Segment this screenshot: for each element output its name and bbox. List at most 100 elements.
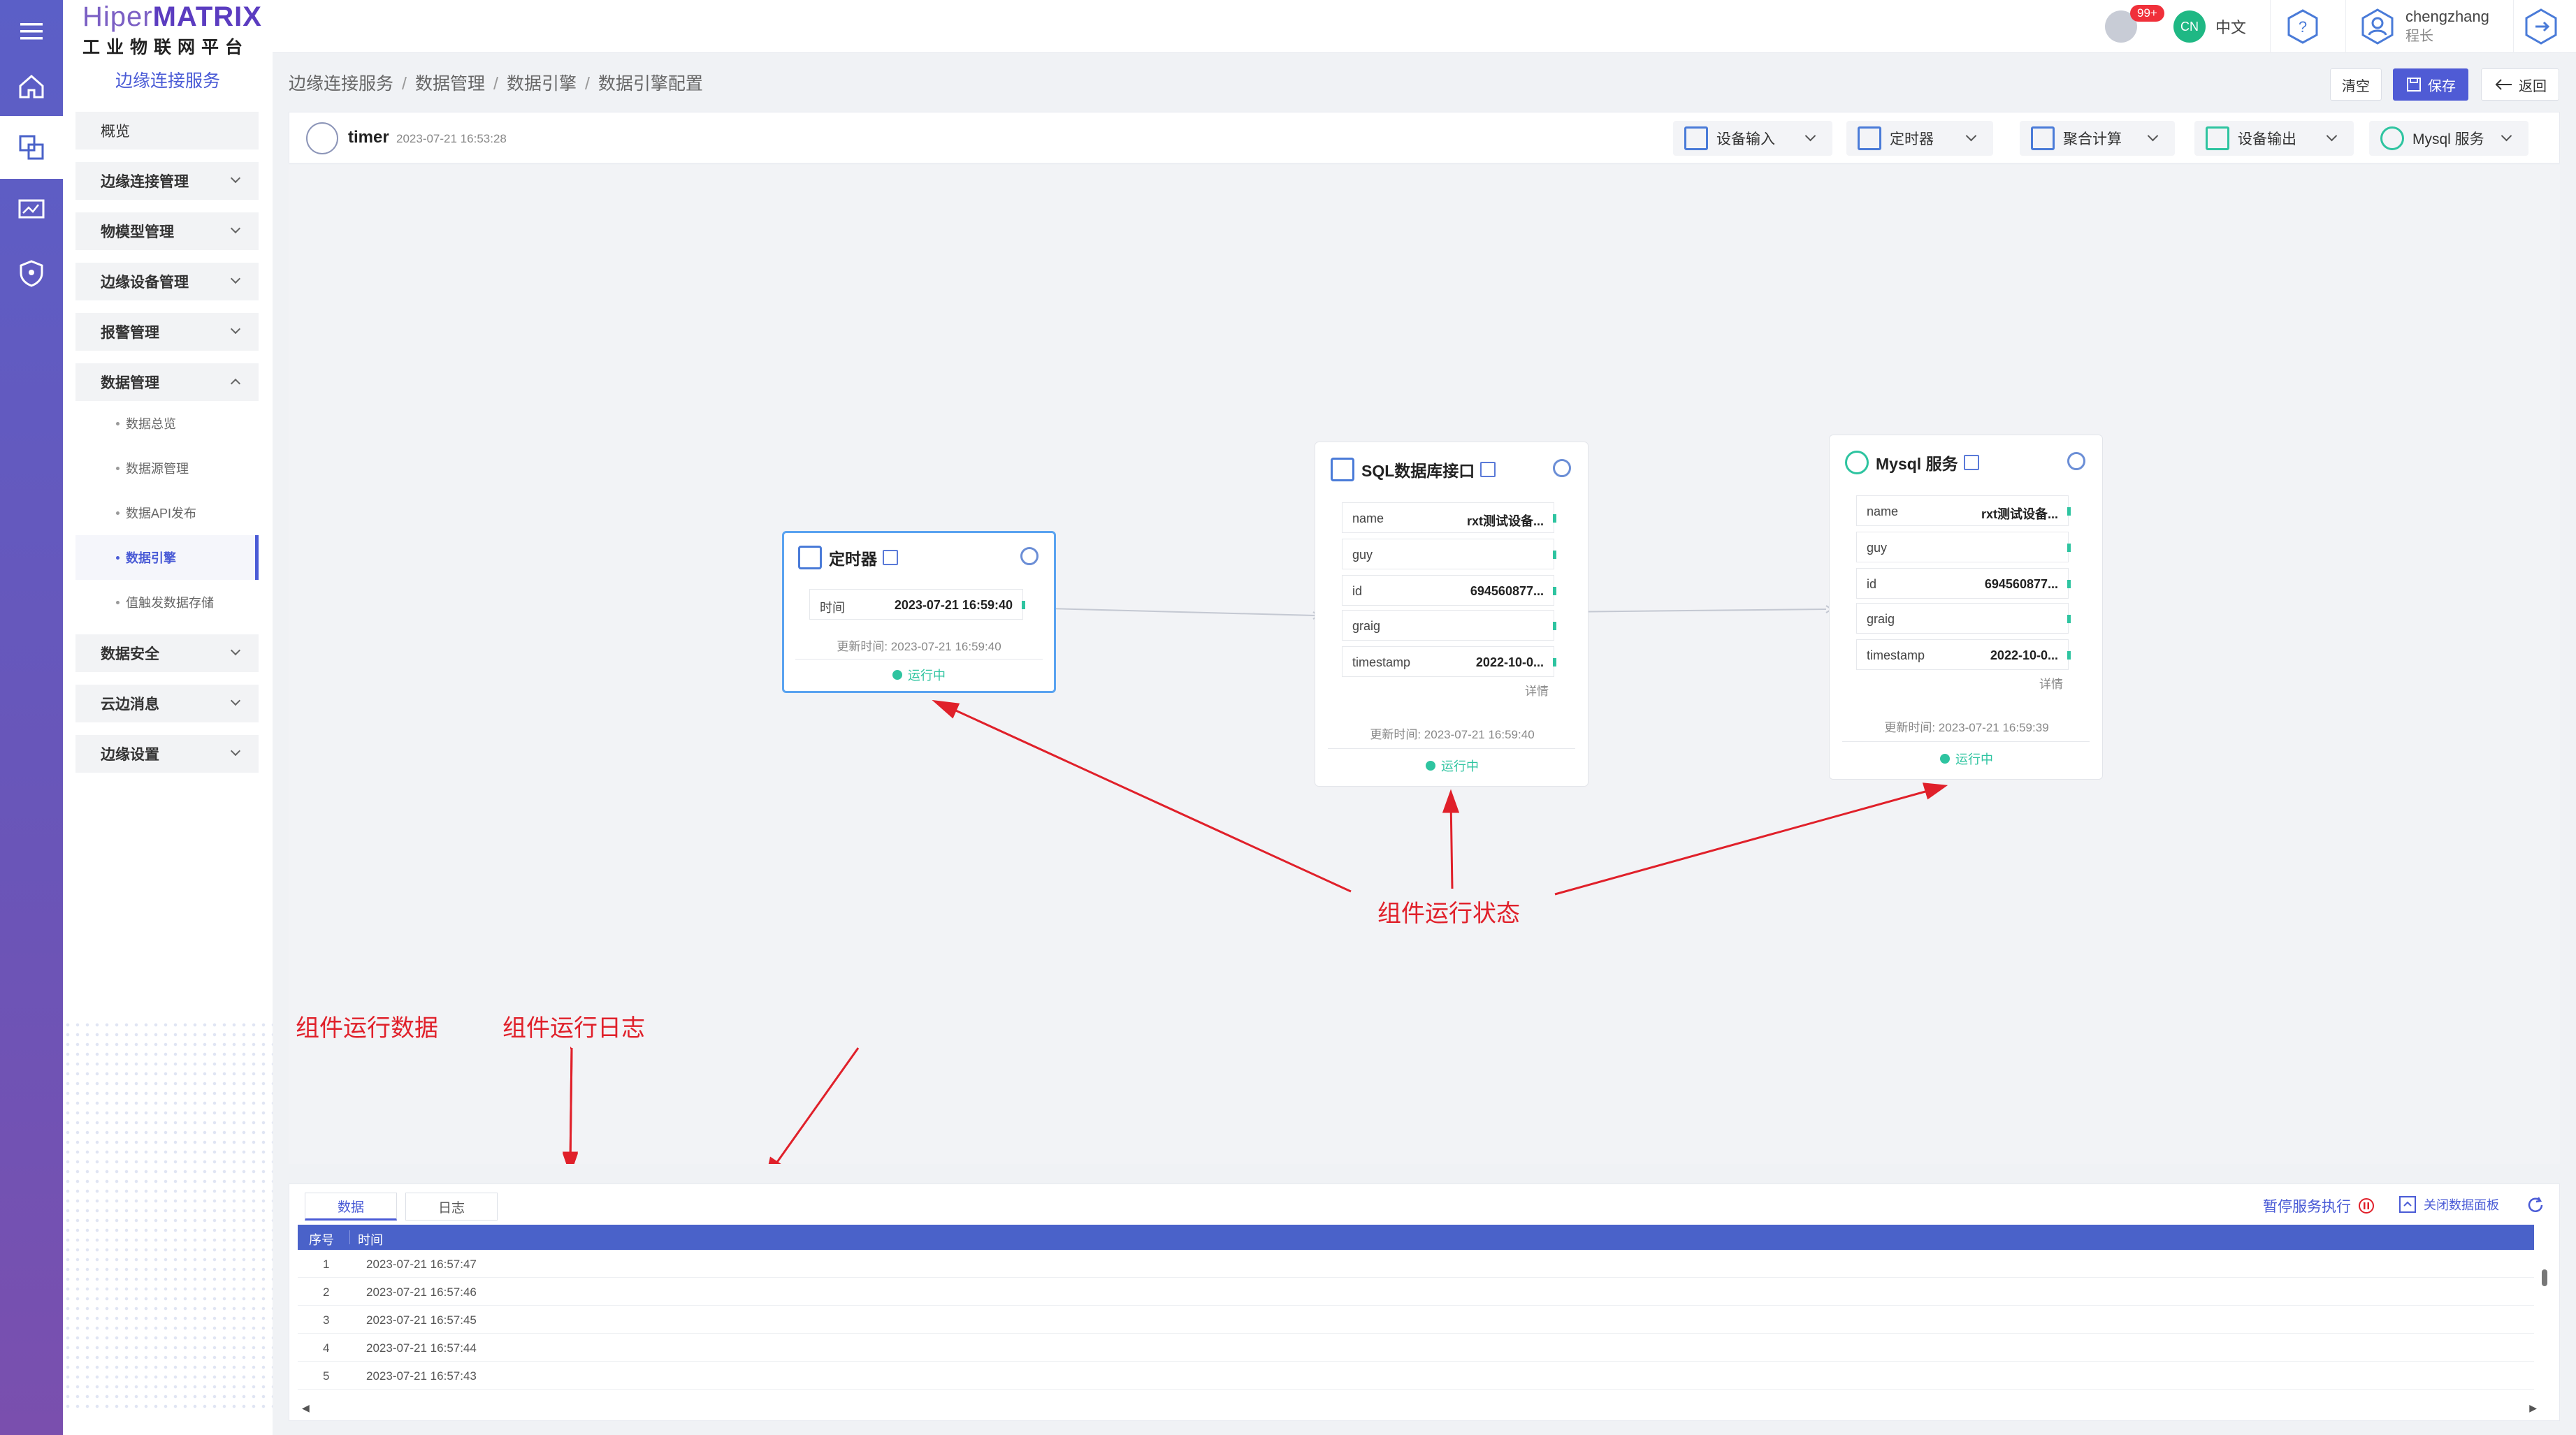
sidebar-sub-data-api[interactable]: 数据API发布 [75,490,259,535]
sidebar-menu: 概览 边缘连接管理 物模型管理 边缘设备管理 报警管理 数据管理 数据总览 数据… [75,112,259,785]
sidebar-item-alarm[interactable]: 报警管理 [75,313,259,351]
annotation-log-pointer-arrow [768,1047,860,1164]
help-button[interactable]: ? [2284,0,2322,53]
output-port[interactable] [1022,601,1025,609]
aggregate-icon [2031,126,2055,150]
pause-service-button[interactable]: 暂停服务执行 [2263,1195,2375,1216]
tab-log[interactable]: 日志 [405,1193,498,1221]
sidebar-item-thing-model[interactable]: 物模型管理 [75,212,259,250]
sidebar-sub-data-overview[interactable]: 数据总览 [75,401,259,446]
node-title: Mysql 服务 [1876,455,1958,473]
breadcrumb-item[interactable]: 数据引擎 [506,74,577,94]
dropdown-timer[interactable]: 定时器 [1846,121,1993,156]
sidebar-item-overview[interactable]: 概览 [75,112,259,150]
decorative-dots [63,1020,273,1411]
language-switch[interactable]: CN 中文 [2173,0,2246,53]
sidebar-sub-data-source[interactable]: 数据源管理 [75,446,259,490]
rail-monitor-button[interactable] [0,179,63,242]
output-port[interactable] [1553,622,1556,630]
back-button[interactable]: 返回 [2481,68,2559,101]
table-header: 序号 时间 [298,1225,2534,1250]
chevron-down-icon [2147,130,2159,142]
hamburger-icon [20,23,43,40]
detail-link[interactable]: 详情 [2039,678,2063,691]
tab-data[interactable]: 数据 [305,1193,397,1221]
rail-edge-service-button[interactable] [0,116,63,179]
rail-home-button[interactable] [0,54,63,117]
sidebar-item-cloud-edge-msg[interactable]: 云边消息 [75,685,259,722]
edge-connect-icon [19,135,44,160]
scroll-right-icon[interactable]: ▶ [2529,1402,2537,1413]
edit-icon[interactable] [1963,455,1979,470]
column-header: 序号 [309,1233,334,1247]
node-update-time: 更新时间: 2023-07-21 16:59:39 [1884,721,2049,734]
database-icon [1845,451,1869,474]
dropdown-mysql[interactable]: Mysql 服务 [2369,121,2528,156]
column-header: 时间 [358,1233,383,1247]
sidebar-item-edge-device[interactable]: 边缘设备管理 [75,263,259,300]
save-icon [2407,78,2421,92]
output-port[interactable] [1553,658,1556,666]
annotation-log: 组件运行日志 [502,1015,645,1042]
sidebar-title: 边缘连接服务 [115,71,220,91]
node-timer[interactable]: 定时器 时间 2023-07-21 16:59:40 更新时间: 2023-07… [782,531,1056,693]
avatar-icon [2361,8,2394,45]
sidebar-item-data-security[interactable]: 数据安全 [75,634,259,672]
input-port[interactable] [2067,615,2071,623]
clear-button[interactable]: 清空 [2330,68,2382,101]
edit-icon[interactable] [883,550,898,565]
flow-canvas[interactable]: 定时器 时间 2023-07-21 16:59:40 更新时间: 2023-07… [289,165,2560,1164]
scroll-left-icon[interactable]: ◀ [302,1402,310,1413]
timer-icon [1858,126,1881,150]
output-port[interactable] [1553,587,1556,595]
left-rail [0,0,63,1435]
notification-button[interactable]: 99+ [2105,0,2164,53]
breadcrumb-item[interactable]: 边缘连接服务 [289,74,394,94]
vertical-scrollbar[interactable] [2540,1248,2549,1388]
save-button[interactable]: 保存 [2393,68,2468,101]
breadcrumb-item[interactable]: 数据管理 [414,74,485,94]
home-icon [19,75,44,99]
sidebar-sub-data-engine[interactable]: 数据引擎 [75,535,259,580]
input-port[interactable] [2067,507,2071,516]
gear-icon[interactable] [1553,459,1571,477]
user-menu[interactable]: chengzhang 程长 [2358,0,2489,53]
input-port[interactable] [2067,544,2071,552]
dropdown-device-input[interactable]: 设备输入 [1673,121,1832,156]
close-panel-button[interactable]: 关闭数据面板 [2398,1195,2499,1214]
engine-title: timer [348,128,389,147]
dropdown-aggregate[interactable]: 聚合计算 [2020,121,2175,156]
logout-button[interactable] [2521,0,2561,53]
chevron-down-icon [230,223,241,234]
engine-timestamp: 2023-07-21 16:53:28 [396,132,507,145]
input-port[interactable] [2067,651,2071,660]
notification-badge: 99+ [2130,5,2164,22]
input-port[interactable] [2067,580,2071,588]
dropdown-device-output[interactable]: 设备输出 [2194,121,2354,156]
output-port[interactable] [1553,514,1556,523]
refresh-button[interactable] [2526,1195,2545,1215]
sidebar-sub-trigger-storage[interactable]: 值触发数据存储 [75,580,259,625]
gear-icon[interactable] [2067,452,2085,470]
annotation-arrows-2 [570,1047,573,1050]
sidebar-item-edge-settings[interactable]: 边缘设置 [75,735,259,773]
menu-toggle-button[interactable] [0,0,63,63]
sql-icon [1331,458,1354,481]
rail-security-button[interactable] [0,242,63,305]
gear-icon[interactable] [1020,547,1039,565]
sidebar-item-edge-connect[interactable]: 边缘连接管理 [75,162,259,200]
sidebar-item-data-management[interactable]: 数据管理 [75,363,259,401]
detail-link[interactable]: 详情 [1525,685,1549,698]
edit-icon[interactable] [1480,462,1496,477]
output-port[interactable] [1553,551,1556,559]
node-update-time: 更新时间: 2023-07-21 16:59:40 [1370,728,1535,741]
